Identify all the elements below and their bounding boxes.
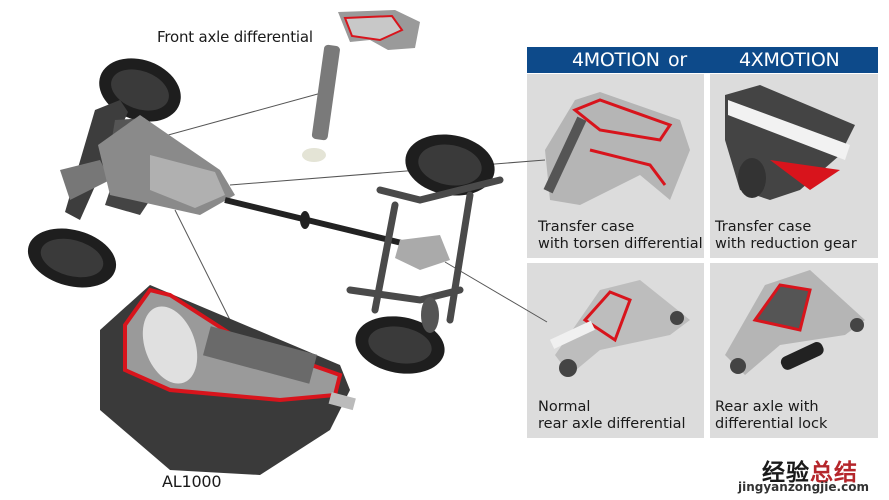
tile-caption-line1: Rear axle with xyxy=(715,399,819,415)
tile-caption-line2: with reduction gear xyxy=(715,236,857,252)
watermark-url: jingyanzongjie.com xyxy=(738,480,869,494)
tile-caption-line2: with torsen differential xyxy=(538,236,703,252)
leader-lines xyxy=(149,91,548,341)
rear-differential-in-chassis xyxy=(395,235,450,270)
al1000-transmission-image xyxy=(100,285,356,475)
propeller-shaft xyxy=(224,197,411,248)
front-right-wheel xyxy=(27,228,117,288)
al1000-label: AL1000 xyxy=(162,472,222,491)
drivetrain-system-header: 4MOTION or 4XMOTION xyxy=(527,47,878,73)
watermark-chinese: 经验总结 xyxy=(762,453,858,487)
caption-box-1: Transfer case with torsen differential xyxy=(527,74,704,258)
front-axle-differential-label: Front axle differential xyxy=(157,28,313,46)
watermark-cn-dark: 经验 xyxy=(762,460,810,486)
transfer-case-reduction-image xyxy=(725,85,855,200)
tile-caption-line1: Transfer case xyxy=(538,219,635,235)
tile-caption-line1: Transfer case xyxy=(715,219,812,235)
caption-box-3: Normal rear axle differential xyxy=(527,263,704,438)
gearbox-in-chassis xyxy=(98,115,235,215)
tile-caption-line2: rear axle differential xyxy=(538,416,686,432)
tile-caption-line2: differential lock xyxy=(715,416,828,432)
front-axle-differential-image xyxy=(302,10,420,162)
header-4motion: 4MOTION xyxy=(572,49,660,71)
tile-caption-line1: Normal xyxy=(538,399,591,415)
watermark-cn-red: 总结 xyxy=(810,460,858,486)
rear-right-wheel xyxy=(355,316,445,374)
rear-subframe xyxy=(346,176,504,324)
rear-differential-image xyxy=(549,280,690,377)
header-or: or xyxy=(668,49,687,71)
transfer-case-torsen-image xyxy=(543,92,690,205)
header-4xmotion: 4XMOTION xyxy=(739,49,840,71)
caption-box-2: Transfer case with reduction gear xyxy=(710,74,878,258)
rear-differential-lock-image xyxy=(725,270,865,375)
rear-left-wheel xyxy=(405,134,495,196)
caption-box-4: Rear axle with differential lock xyxy=(710,263,878,438)
